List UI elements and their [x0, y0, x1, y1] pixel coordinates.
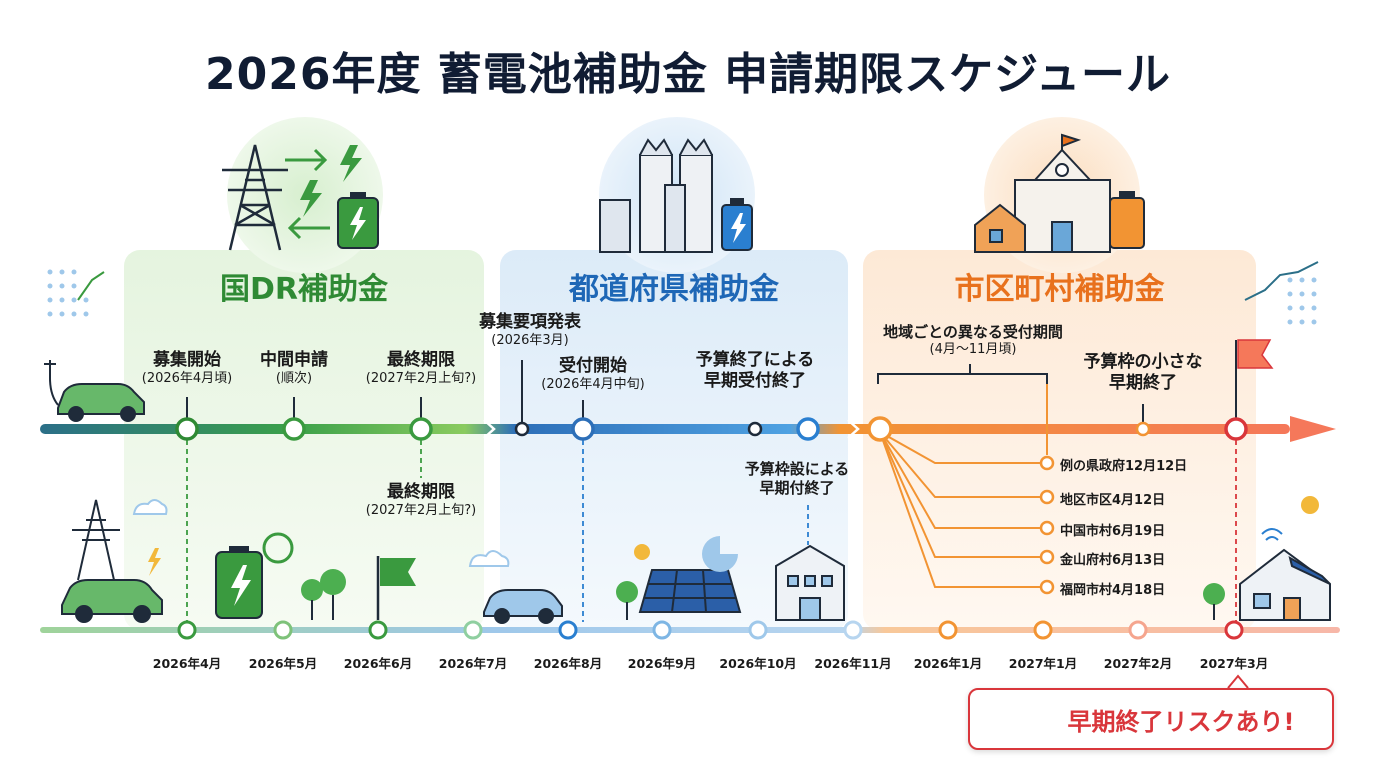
month-label: 2026年8月 — [533, 656, 603, 671]
office-building-icon — [775, 544, 845, 621]
trend-line-left — [77, 271, 105, 301]
lower-timeline — [40, 627, 1340, 633]
event-budget-early-end-lower: 予算枠設による 早期付終了 — [722, 460, 872, 498]
government-building-icon — [599, 138, 753, 253]
event-sublabel: (順次) — [275, 371, 313, 387]
event-label: 最終期限 — [387, 350, 455, 370]
battery-icon — [337, 192, 379, 249]
event-label: 予算枠設による — [744, 460, 850, 478]
event-label: 募集開始 — [153, 350, 221, 370]
month-label: 2026年11月 — [814, 656, 892, 671]
goal-flag-icon — [1237, 339, 1274, 369]
month-label: 2026年1月 — [913, 656, 983, 671]
month-label: 2026年9月 — [627, 656, 697, 671]
decor-dots-right — [1287, 277, 1317, 325]
event-label: 中間申請 — [260, 350, 328, 370]
city-deadline-item: 金山府村6月13日 — [1060, 553, 1166, 568]
decor-dots-left — [47, 269, 89, 317]
city-deadline-item: 地区市区4月12日 — [1060, 493, 1166, 508]
trend-line-right — [1244, 261, 1319, 301]
month-label: 2026年5月 — [248, 656, 318, 671]
city-deadline-item: 福岡市村4月18日 — [1060, 583, 1166, 598]
event-label: 受付開始 — [559, 356, 627, 376]
event-sublabel: (4月〜11月頃) — [929, 341, 1017, 357]
smart-home-icon — [1239, 496, 1331, 621]
event-sublabel: (2026年3月) — [491, 333, 569, 349]
event-label: 最終期限 — [387, 482, 455, 502]
month-label: 2026年10月 — [719, 656, 797, 671]
municipal-section-title: 市区町村補助金 — [954, 272, 1165, 307]
trees-icon — [301, 569, 1225, 620]
tower-and-car-icon — [61, 499, 163, 623]
event-interim-application: 中間申請 (順次) — [249, 350, 339, 388]
electric-car-icon — [44, 360, 145, 422]
event-label: 予算終了による — [695, 350, 815, 370]
event-label: 募集要項発表 — [479, 312, 581, 332]
risk-label: 早期終了リスクあり! — [1067, 707, 1295, 736]
event-sublabel: (2026年4月中旬) — [541, 377, 645, 393]
prefecture-section-title: 都道府県補助金 — [569, 272, 779, 307]
month-label: 2027年3月 — [1199, 656, 1269, 671]
event-label: 早期終了 — [1109, 373, 1177, 394]
page-title: 2026年度 蓄電池補助金 申請期限スケジュール — [204, 49, 1172, 100]
solar-panel-icon — [634, 536, 742, 613]
event-budget-early-end: 予算終了による 早期受付終了 — [680, 350, 830, 393]
event-label: 早期付終了 — [759, 478, 835, 497]
month-label: 2026年4月 — [152, 656, 222, 671]
main-timeline — [40, 424, 1290, 434]
timeline-arrow — [1290, 416, 1336, 442]
lightning-bolt-icon — [300, 145, 362, 217]
event-final-deadline-lower: 最終期限 (2027年2月上旬?) — [351, 482, 491, 520]
event-final-deadline: 最終期限 (2027年2月上旬?) — [351, 350, 491, 388]
lower-car-icon — [483, 589, 563, 624]
event-label: 地域ごとの異なる受付期間 — [883, 323, 1063, 341]
city-deadline-item: 中国市村6月19日 — [1060, 524, 1166, 539]
month-label: 2026年7月 — [438, 656, 508, 671]
lower-battery-icon — [215, 532, 294, 619]
event-sublabel: (2027年2月上旬?) — [365, 503, 477, 519]
lower-timeline-nodes — [177, 620, 1244, 640]
city-deadline-item: 例の県政府12月12日 — [1060, 459, 1188, 474]
event-regional-periods: 地域ごとの異なる受付期間 (4月〜11月頃) — [868, 323, 1078, 358]
main-timeline-nodes — [175, 416, 1248, 442]
small-bolt-icon — [148, 548, 161, 576]
municipal-fan-lines — [879, 384, 1048, 588]
month-label: 2027年1月 — [1008, 656, 1078, 671]
event-reception-start: 受付開始 (2026年4月中旬) — [528, 356, 658, 394]
flag-icon — [376, 556, 416, 620]
event-recruitment-start: 募集開始 (2026年4月頃) — [127, 350, 247, 388]
month-label: 2026年6月 — [343, 656, 413, 671]
event-guideline-announcement: 募集要項発表 (2026年3月) — [470, 312, 590, 350]
national-section-title: 国DR補助金 — [219, 272, 388, 307]
month-label: 2027年2月 — [1103, 656, 1173, 671]
early-end-risk-callout: 早期終了リスクあり! — [968, 688, 1334, 750]
town-hall-icon — [974, 133, 1145, 253]
energy-arrows-icon — [285, 148, 330, 240]
risk-pointer — [1227, 674, 1249, 689]
event-label: 早期受付終了 — [704, 371, 806, 392]
event-sublabel: (2026年4月頃) — [141, 371, 233, 387]
event-small-budget-end: 予算枠の小さな 早期終了 — [1068, 352, 1218, 395]
event-label: 予算枠の小さな — [1083, 352, 1203, 372]
transmission-tower-icon — [222, 144, 288, 251]
cloud-icon — [132, 499, 510, 567]
event-sublabel: (2027年2月上旬?) — [365, 371, 477, 387]
